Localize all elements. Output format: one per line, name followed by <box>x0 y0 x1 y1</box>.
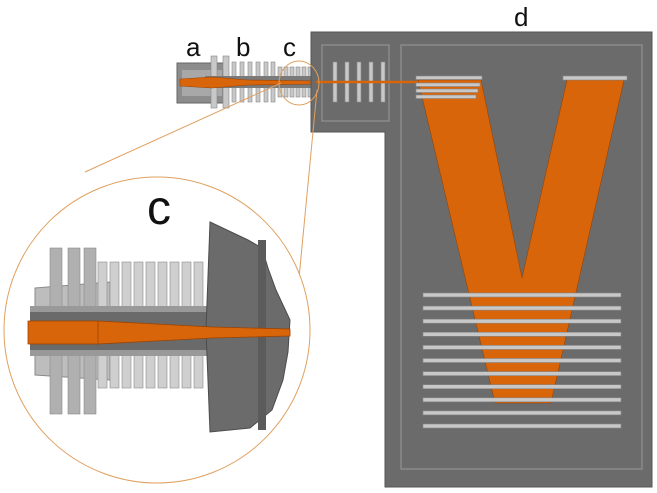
label-d: d <box>514 2 528 32</box>
v-plate-top-left <box>415 94 477 99</box>
electrode-plate <box>422 318 622 324</box>
v-plate-top-left <box>415 75 483 80</box>
electrode-plate <box>422 410 622 416</box>
zoom-detail <box>3 176 311 484</box>
top-right-plate <box>562 75 628 81</box>
region-d-body <box>310 31 653 488</box>
bottom-plates <box>422 292 622 429</box>
section-a-b-c <box>176 55 319 109</box>
electrode-plate <box>422 292 622 298</box>
zoom-label-c: c <box>147 182 171 235</box>
electrode-plate <box>422 397 622 403</box>
electrode-plate <box>422 305 622 311</box>
top-left-plates <box>415 75 483 99</box>
label-c: c <box>283 32 296 62</box>
label-b: b <box>236 32 250 62</box>
electrode-plate <box>422 358 622 363</box>
zoom-circle-ring <box>3 176 311 484</box>
electrode-plate <box>422 331 622 337</box>
electrode-plate <box>422 345 622 350</box>
zoom-channel <box>27 320 291 345</box>
electrode-plate <box>422 423 622 429</box>
label-a: a <box>186 32 201 62</box>
electrode-plate <box>422 371 622 376</box>
zoom-source-ring <box>278 60 320 106</box>
v-plate-top-left <box>415 88 479 93</box>
zoom-line-left <box>84 82 282 173</box>
electrode-plate <box>422 384 622 390</box>
zoom-core-band-light <box>30 306 210 312</box>
zoom-core-band-light-2 <box>30 350 210 356</box>
v-plate-top-left <box>415 82 481 87</box>
